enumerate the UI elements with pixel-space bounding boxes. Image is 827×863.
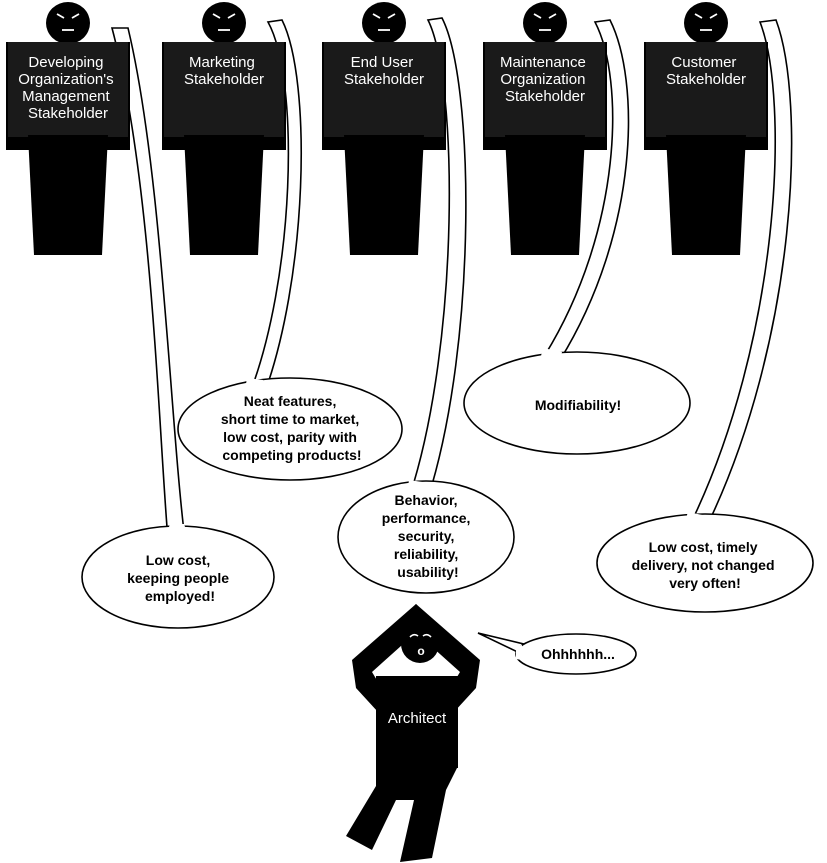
stakeholder-label: Maintenance Organization Stakeholder <box>500 54 590 105</box>
speech-line: short time to market, <box>221 411 359 427</box>
speech-bubble-marketing: Neat features, short time to market, low… <box>178 378 402 480</box>
stakeholder-label: End User Stakeholder <box>344 54 424 88</box>
label-line: Organization's <box>18 71 113 88</box>
stakeholder-figure-management: Developing Organization's Management Sta… <box>6 2 130 255</box>
legs <box>344 135 424 255</box>
legs <box>184 135 264 255</box>
legs <box>666 135 746 255</box>
stakeholder-figure-customer: Customer Stakeholder <box>644 2 768 255</box>
legs <box>505 135 585 255</box>
speech-bubble-maintenance: Modifiability! <box>464 348 690 454</box>
speech-line: Low cost, timely <box>649 539 758 555</box>
label-line: Stakeholder <box>344 71 424 88</box>
speech-line: competing products! <box>222 447 361 463</box>
stakeholder-label: Marketing Stakeholder <box>184 54 264 88</box>
speech-text: Ohhhhhh... <box>541 646 615 662</box>
architect-label: Architect <box>388 710 447 727</box>
stakeholder-figure-marketing: Marketing Stakeholder <box>162 2 286 255</box>
speech-text: Modifiability! <box>535 397 621 413</box>
speech-line: Low cost, <box>146 552 211 568</box>
label-line: Customer <box>671 54 736 71</box>
legs <box>346 766 458 862</box>
speech-line: employed! <box>145 588 215 604</box>
label-line: Stakeholder <box>666 71 746 88</box>
head-icon <box>523 2 567 44</box>
label-line: Organization <box>500 71 585 88</box>
speech-line: Neat features, <box>244 393 337 409</box>
speech-line: reliability, <box>394 546 458 562</box>
speech-line: keeping people <box>127 570 229 586</box>
speech-bubble-management: Low cost, keeping people employed! <box>82 524 274 628</box>
speech-bubble-architect: Ohhhhhh... <box>516 634 636 674</box>
speech-line: performance, <box>382 510 471 526</box>
stakeholder-figure-maintenance: Maintenance Organization Stakeholder <box>483 2 607 255</box>
stakeholder-figure-enduser: End User Stakeholder <box>322 2 446 255</box>
speech-line: Ohhhhhh... <box>541 646 615 662</box>
head-icon <box>46 2 90 44</box>
legs <box>28 135 108 255</box>
mouth-icon: o <box>417 644 424 658</box>
stakeholder-label: Customer Stakeholder <box>666 54 746 88</box>
label-line: Stakeholder <box>28 105 108 122</box>
speech-line: low cost, parity with <box>223 429 357 445</box>
label-line: Stakeholder <box>184 71 264 88</box>
label-line: Maintenance <box>500 54 586 71</box>
speech-bubble-customer: Low cost, timely delivery, not changed v… <box>597 512 813 612</box>
label-line: Management <box>22 88 110 105</box>
head-icon <box>202 2 246 44</box>
stakeholder-label: Developing Organization's Management Sta… <box>18 54 118 122</box>
speech-line: Modifiability! <box>535 397 621 413</box>
label-line: Marketing <box>189 54 255 71</box>
speech-line: usability! <box>397 564 458 580</box>
speech-line: security, <box>398 528 455 544</box>
label-line: Developing <box>28 54 103 71</box>
label-line: Stakeholder <box>505 88 585 105</box>
speech-line: Behavior, <box>395 492 458 508</box>
speech-bubble-enduser: Behavior, performance, security, reliabi… <box>338 480 514 593</box>
speech-line: delivery, not changed <box>632 557 775 573</box>
label-line: End User <box>351 54 414 71</box>
head-icon <box>684 2 728 44</box>
architect-figure: o Architect <box>346 604 480 862</box>
speech-line: very often! <box>669 575 741 591</box>
head-icon <box>362 2 406 44</box>
